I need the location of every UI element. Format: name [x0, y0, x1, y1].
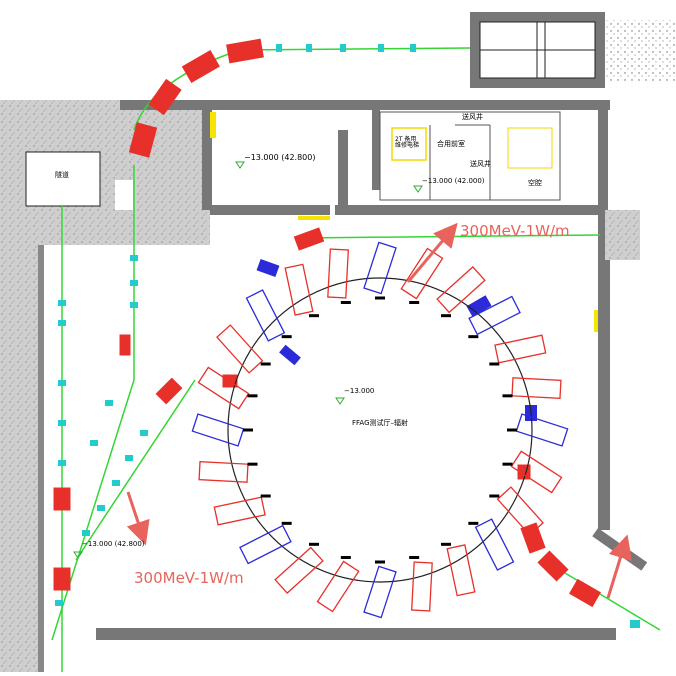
ring-magnet	[511, 377, 562, 399]
level-label-top: −13.000 (42.800)	[244, 153, 316, 162]
ring-magnet	[198, 461, 249, 483]
mid-wall	[210, 205, 330, 215]
upper-gravel	[605, 20, 676, 82]
ring-label-tick	[243, 428, 253, 432]
ring-magnet	[515, 413, 569, 447]
ring-magnet	[468, 295, 521, 336]
ring-magnet	[436, 266, 486, 314]
ring-label-tick	[260, 494, 271, 498]
radiation-label-left: 300MeV-1W/m	[134, 569, 244, 587]
ring-label-tick	[375, 296, 385, 300]
shaft-box	[115, 180, 133, 210]
ring-magnet	[446, 544, 476, 597]
top-wall	[120, 100, 610, 110]
ring-label-tick	[309, 314, 319, 318]
ring-label-tick	[409, 300, 420, 304]
ring-label-tick	[247, 394, 258, 398]
ring-label-tick	[441, 314, 451, 318]
wall-vert-3	[372, 110, 380, 190]
ring-label-tick	[340, 300, 351, 304]
radiation-arrow-right-top	[406, 222, 458, 283]
transport-dipoles	[53, 38, 601, 608]
ring-magnet	[191, 413, 245, 447]
ring-magnet	[363, 241, 397, 295]
radiation-label-right: 300MeV-1W/m	[460, 222, 570, 240]
beamlines	[51, 47, 661, 672]
bottom-wall	[96, 628, 616, 640]
right-block	[605, 210, 640, 260]
ring-magnet	[284, 263, 314, 316]
ring-label-tick	[502, 462, 513, 466]
ring-label-tick	[281, 335, 292, 339]
ring-label-tick	[340, 556, 351, 560]
radiation-arrow-left	[126, 491, 150, 546]
ring-label-tick	[507, 428, 517, 432]
ring-magnet	[510, 450, 563, 494]
ring-magnet	[363, 565, 397, 619]
quadrupoles	[55, 44, 640, 628]
ring-magnet	[216, 324, 264, 374]
radiation-arrow-bottom-right	[606, 534, 632, 599]
room-fan-right-label: 送风井	[470, 160, 491, 168]
ring-orbit	[227, 277, 533, 583]
stair-box	[507, 127, 553, 169]
ring-label-tick	[375, 560, 385, 564]
ring-label-tick	[309, 542, 319, 546]
room-empty-label: 空腔	[528, 179, 542, 187]
ring-magnet	[197, 366, 250, 410]
ring-label-tick	[489, 494, 500, 498]
room-2t-label: 2T 备用 维修电梯	[395, 136, 420, 149]
ring-magnet	[245, 289, 286, 342]
ring-label-tick	[489, 362, 500, 366]
ring-magnet	[316, 560, 360, 613]
wall-vert-4	[598, 100, 608, 210]
ring-label-tick	[502, 394, 513, 398]
ring-label-tick	[409, 556, 420, 560]
tunnel-room	[25, 151, 101, 207]
wall-vert-1	[202, 100, 212, 210]
ring-label-tick	[247, 462, 258, 466]
elevator-2t	[391, 127, 427, 161]
ring-label-tick	[468, 335, 479, 339]
left-hall-wall	[38, 245, 44, 672]
ring-label-tick	[441, 542, 451, 546]
ring-magnet	[213, 496, 266, 526]
ring-magnet	[411, 561, 433, 612]
ring-magnet	[474, 518, 515, 571]
hall-label: FFAG测试厅–辐射	[352, 419, 408, 427]
ring-magnet	[327, 248, 349, 299]
level-label-service: −13.000 (42.000)	[422, 177, 485, 185]
wall-right	[598, 210, 610, 530]
level-label-center: −13.000	[344, 387, 375, 395]
wall-vert-2	[338, 130, 348, 215]
room-tunnel-label: 隧道	[55, 171, 69, 179]
room-fan-mid-label: 合用前室	[437, 140, 465, 148]
room-fan-top-label: 送风井	[462, 113, 483, 121]
mid-wall-2	[335, 205, 605, 215]
ring-magnet	[496, 486, 544, 536]
level-label-bottom-left: −13.000 (42.800)	[82, 540, 145, 548]
ring-label-tick	[468, 521, 479, 525]
ring-magnet	[239, 524, 292, 565]
ring-magnet	[274, 546, 324, 594]
ring-magnet	[494, 334, 547, 364]
ffag-ring	[191, 241, 569, 619]
ring-magnet	[400, 247, 444, 300]
ring-label-tick	[260, 362, 271, 366]
blue-magnets	[256, 258, 537, 421]
ring-label-tick	[281, 521, 292, 525]
